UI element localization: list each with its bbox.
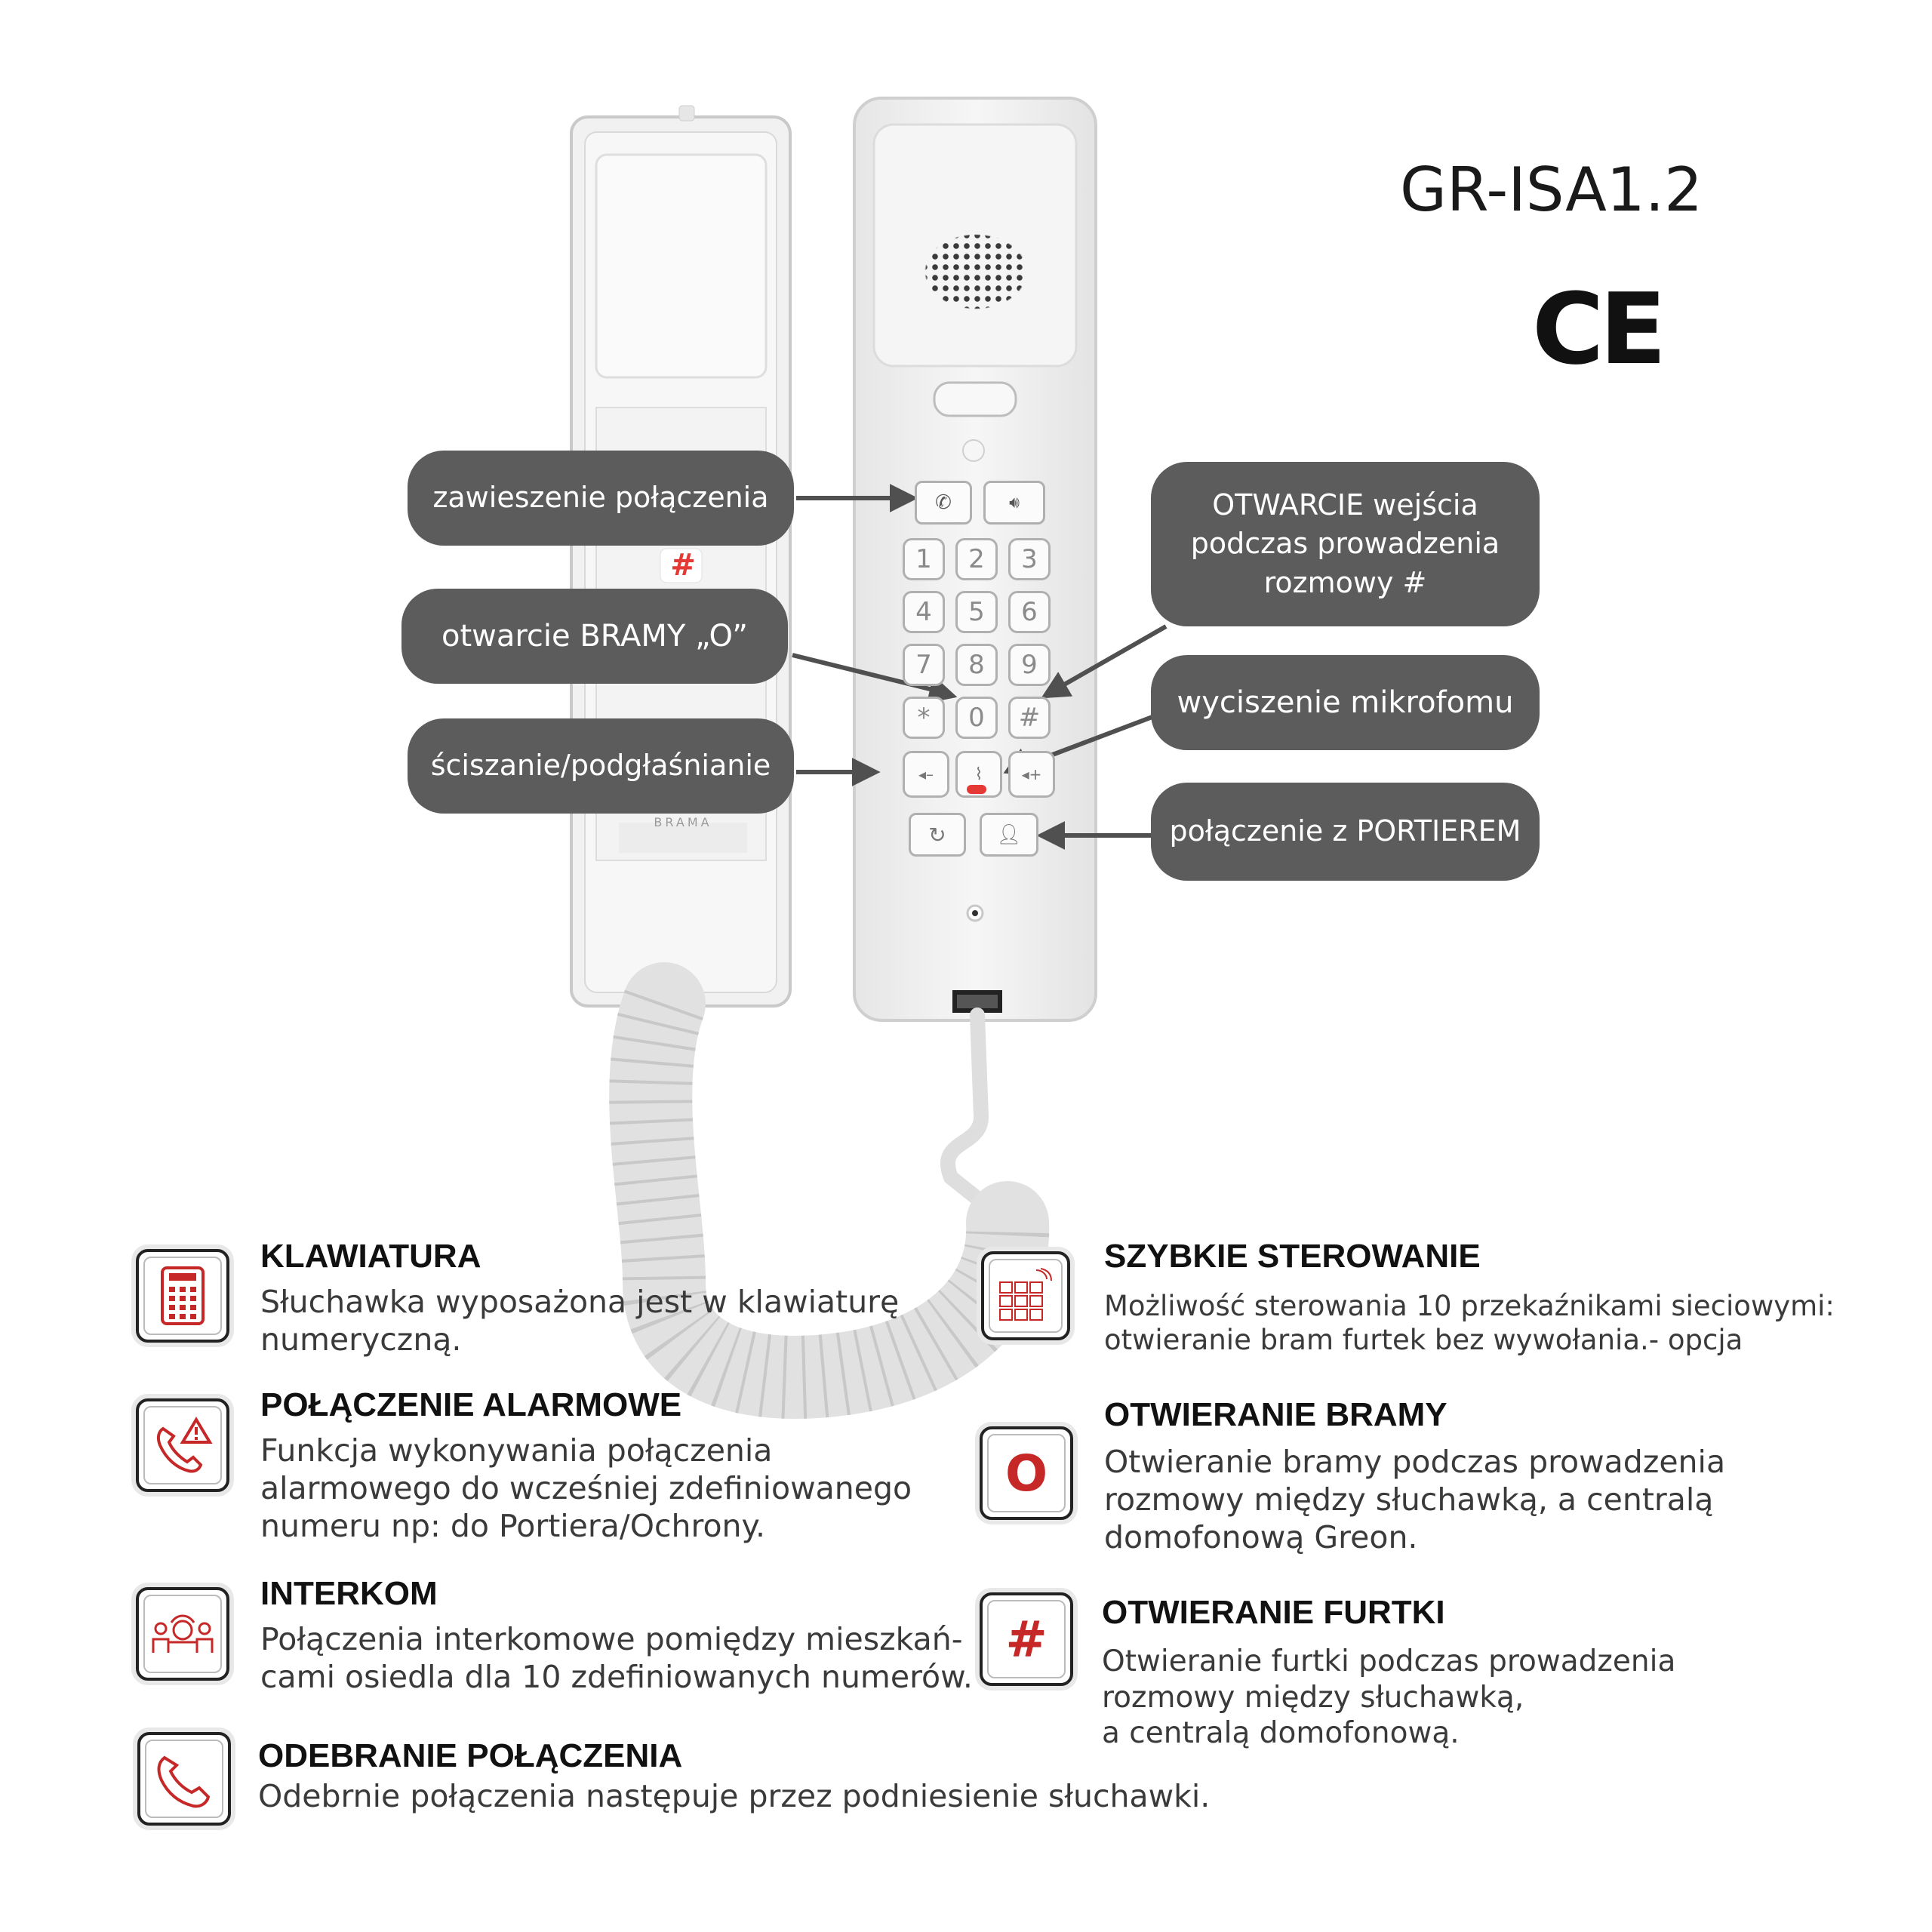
key-9[interactable]: 9 bbox=[1008, 644, 1051, 686]
gate-o-icon: O bbox=[1004, 1444, 1048, 1503]
callout-gate: otwarcie BRAMY „O” bbox=[401, 589, 788, 684]
phone-icon bbox=[157, 1755, 211, 1808]
wicket-feature-desc: Otwieranie furtki podczas prowadzenia ro… bbox=[1102, 1644, 1676, 1751]
wicket-hash-icon: # bbox=[1005, 1610, 1048, 1669]
key-8[interactable]: 8 bbox=[955, 644, 998, 686]
alarm-phone-icon bbox=[156, 1417, 213, 1473]
ce-mark: CE bbox=[1532, 272, 1666, 386]
cradle-hash-label: # bbox=[670, 548, 696, 583]
keypad-feature-icon-frame bbox=[136, 1249, 229, 1343]
key-star[interactable]: * bbox=[903, 697, 945, 739]
quick-feature-desc: Możliwość sterowania 10 przekaźnikami si… bbox=[1104, 1290, 1835, 1357]
keypad-feature-desc: Słuchawka wyposażona jest w klawiaturę n… bbox=[260, 1284, 900, 1358]
model-name: GR-ISA1.2 bbox=[1400, 155, 1703, 225]
mic-mute-icon: ⌇ bbox=[974, 764, 983, 784]
wicket-feature-icon-frame: # bbox=[980, 1592, 1073, 1686]
volume-down-icon: ◂– bbox=[918, 765, 934, 783]
intercom-feature-desc: Połączenia interkomowe pomiędzy mieszkań… bbox=[260, 1621, 973, 1696]
hold-key[interactable]: ✆ bbox=[915, 481, 972, 525]
key-hash[interactable]: # bbox=[1008, 697, 1051, 739]
speaker-grille bbox=[919, 230, 1032, 313]
phone-icon: ✆ bbox=[935, 491, 952, 514]
callout-entry: OTWARCIE wejścia podczas prowadzenia roz… bbox=[1151, 462, 1540, 626]
key-4[interactable]: 4 bbox=[903, 591, 945, 633]
numeric-keypad: 1 2 3 4 5 6 7 8 9 * 0 # bbox=[903, 538, 1051, 740]
key-7[interactable]: 7 bbox=[903, 644, 945, 686]
volume-up-icon: ◂+ bbox=[1021, 765, 1042, 783]
callout-mute: wyciszenie mikrofomu bbox=[1151, 655, 1540, 750]
gate-feature-desc: Otwieranie bramy podczas prowadzenia roz… bbox=[1104, 1444, 1726, 1556]
gate-feature-title: OTWIERANIE BRAMY bbox=[1104, 1396, 1447, 1433]
quick-feature-title: SZYBKIE STEROWANIE bbox=[1104, 1238, 1481, 1275]
answer-feature-desc: Odebrnie połączenia następuje przez podn… bbox=[258, 1778, 1211, 1814]
answer-feature-title: ODEBRANIE POŁĄCZENIA bbox=[258, 1737, 683, 1774]
answer-feature-icon-frame bbox=[137, 1732, 231, 1826]
intercom-feature-icon-frame bbox=[136, 1587, 229, 1681]
person-icon: 👤︎ bbox=[996, 823, 1022, 846]
intercom-feature-title: INTERKOM bbox=[260, 1575, 438, 1612]
key-6[interactable]: 6 bbox=[1008, 591, 1051, 633]
callout-porter: połączenie z PORTIEREM bbox=[1151, 783, 1540, 881]
speaker-icon: 🔊︎ bbox=[1009, 493, 1020, 512]
gate-feature-icon-frame: O bbox=[980, 1426, 1073, 1520]
alarm-feature-title: POŁĄCZENIE ALARMOWE bbox=[260, 1386, 682, 1423]
key-5[interactable]: 5 bbox=[955, 591, 998, 633]
keypad-feature-title: KLAWIATURA bbox=[260, 1238, 481, 1275]
alarm-feature-desc: Funkcja wykonywania połączenia alarmoweg… bbox=[260, 1432, 912, 1545]
key-0[interactable]: 0 bbox=[955, 697, 998, 739]
intercom-icon bbox=[152, 1614, 214, 1653]
brama-label: BRAMA bbox=[654, 815, 712, 829]
wicket-feature-title: OTWIERANIE FURTKI bbox=[1102, 1594, 1445, 1631]
key-3[interactable]: 3 bbox=[1008, 538, 1051, 580]
volume-up-key[interactable]: ◂+ bbox=[1008, 751, 1055, 798]
key-1[interactable]: 1 bbox=[903, 538, 945, 580]
redial-icon: ↻ bbox=[928, 822, 946, 848]
porter-key[interactable]: 👤︎ bbox=[980, 813, 1038, 857]
volume-down-key[interactable]: ◂– bbox=[903, 751, 949, 798]
mute-indicator-led bbox=[967, 785, 986, 794]
callout-volume: ściszanie/podgłaśnianie bbox=[408, 718, 794, 814]
key-2[interactable]: 2 bbox=[955, 538, 998, 580]
callout-hold: zawieszenie połączenia bbox=[408, 451, 794, 546]
alarm-feature-icon-frame bbox=[136, 1398, 229, 1492]
relay-keypad-icon bbox=[999, 1268, 1052, 1321]
quick-feature-icon-frame bbox=[981, 1251, 1070, 1340]
redial-key[interactable]: ↻ bbox=[909, 813, 966, 857]
speaker-key[interactable]: 🔊︎ bbox=[983, 481, 1045, 525]
keypad-icon bbox=[161, 1266, 205, 1325]
